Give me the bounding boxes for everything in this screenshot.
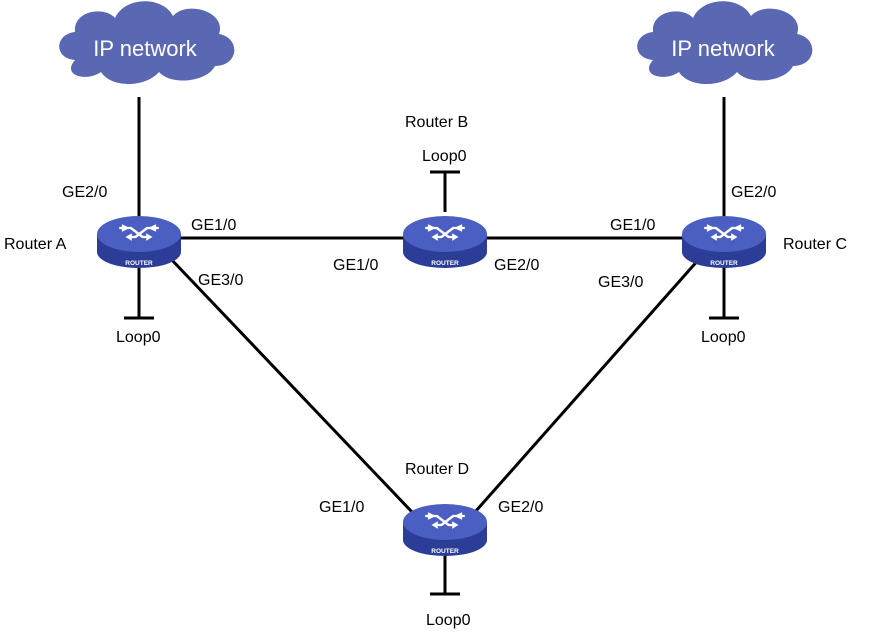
router-c[interactable]: ROUTER [682, 216, 766, 268]
links [137, 97, 726, 514]
router-a[interactable]: ROUTER [97, 216, 181, 268]
router-a-ge1-label: GE1/0 [191, 217, 236, 234]
router-icon: ROUTER [403, 504, 487, 556]
router-icon: ROUTER [97, 216, 181, 268]
router-d-ge2-label: GE2/0 [498, 499, 543, 516]
cloud-icon: IP network [59, 1, 235, 84]
loopback-stub-icon [430, 170, 460, 212]
loopback-stub-icon [709, 262, 739, 320]
router-b-loopback-label: Loop0 [422, 148, 467, 165]
router-c-tag: ROUTER [710, 260, 738, 267]
router-icon: ROUTER [682, 216, 766, 268]
router-d-ge1-label: GE1/0 [319, 499, 364, 516]
router-a-name: Router A [4, 236, 67, 253]
router-d-tag: ROUTER [431, 548, 459, 555]
router-d-loopback-label: Loop0 [426, 612, 471, 629]
router-a-ge3-label: GE3/0 [198, 272, 243, 289]
router-d[interactable]: ROUTER [403, 504, 487, 556]
cloud-icon: IP network [637, 1, 813, 84]
router-b-ge1-label: GE1/0 [333, 257, 378, 274]
link-a-d [168, 256, 414, 514]
router-b[interactable]: ROUTER [403, 216, 487, 268]
router-b-tag: ROUTER [431, 260, 459, 267]
cloud-right-label: IP network [671, 36, 776, 61]
loopback-stub-icon [430, 550, 460, 596]
loopback-stub-icon [124, 262, 154, 320]
router-icon: ROUTER [403, 216, 487, 268]
router-a-tag: ROUTER [125, 260, 153, 267]
router-c-ge3-label: GE3/0 [598, 274, 643, 291]
router-c-ge2-label: GE2/0 [731, 184, 776, 201]
router-b-name: Router B [405, 114, 468, 131]
link-c-d [473, 257, 702, 513]
loopbacks [124, 170, 739, 596]
router-c-loopback-label: Loop0 [701, 329, 746, 346]
router-a-loopback-label: Loop0 [116, 329, 161, 346]
router-c-name: Router C [783, 236, 847, 253]
router-d-name: Router D [405, 461, 469, 478]
cloud-left-label: IP network [93, 36, 198, 61]
router-a-ge2-label: GE2/0 [62, 184, 107, 201]
router-b-ge2-label: GE2/0 [494, 257, 539, 274]
router-c-ge1-label: GE1/0 [610, 217, 655, 234]
